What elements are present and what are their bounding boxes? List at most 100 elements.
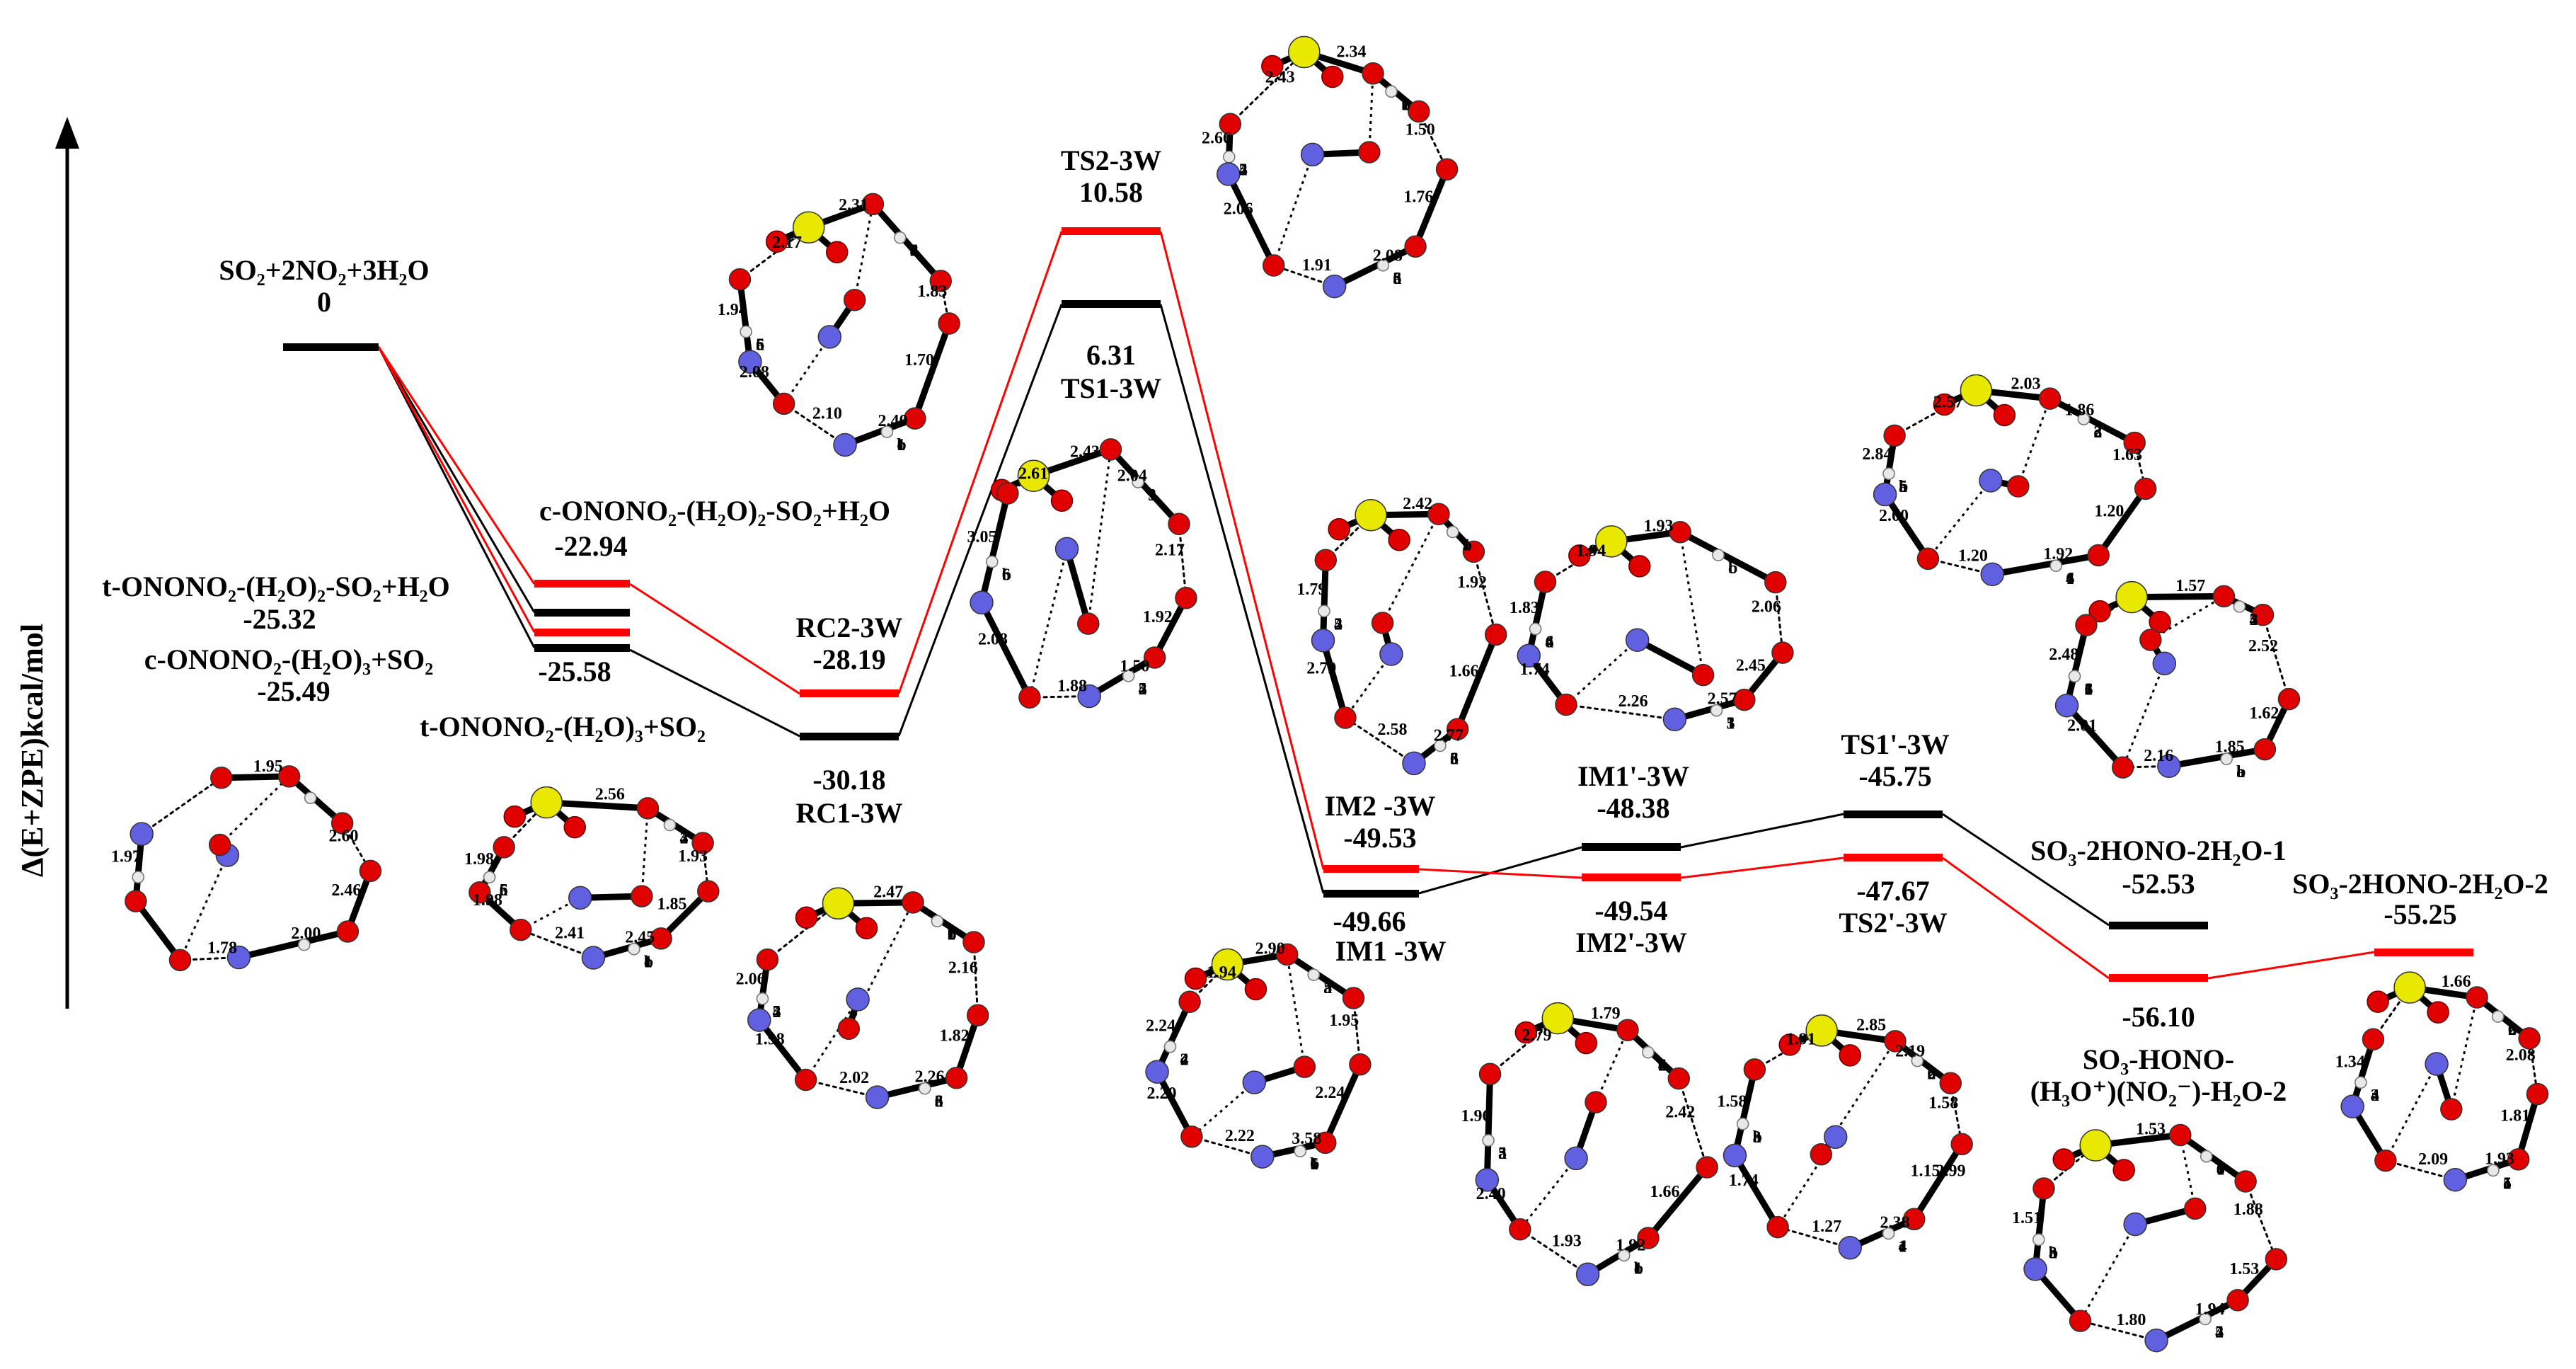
atom-oxygen — [2518, 1027, 2541, 1050]
atom-hydrogen — [880, 425, 894, 438]
atom-oxygen — [1219, 113, 1242, 135]
atom-index-label: 5 — [1899, 478, 1907, 496]
distance-label: 2.02 — [839, 1069, 869, 1087]
distance-label: 2.24 — [1315, 1084, 1345, 1102]
atom-nitrogen — [1625, 628, 1650, 652]
atom-index-label: 1 — [1726, 715, 1735, 733]
distance-label: 1.94 — [2195, 1300, 2225, 1319]
bar-c-3w — [534, 629, 630, 636]
atom-index-label: 4 — [2066, 570, 2074, 588]
atom-index-label: 4 — [1658, 1057, 1667, 1075]
atom-oxygen — [1180, 1125, 1203, 1148]
atom-oxygen — [1696, 1156, 1718, 1179]
atom-index-label: a — [1323, 979, 1332, 997]
atom-oxygen — [1184, 967, 1207, 990]
distance-label: 2.42 — [1665, 1103, 1695, 1121]
atom-oxygen — [1178, 990, 1201, 1014]
atom-index-label: 1 — [2216, 1161, 2225, 1179]
atom-hydrogen — [740, 325, 752, 338]
atom-oxygen — [2507, 1148, 2530, 1171]
atom-sulfur — [1211, 948, 1244, 981]
label-t-3w-energy: -25.58 — [538, 655, 611, 687]
label-p2-energy: -55.25 — [2384, 898, 2456, 930]
distance-label: 2.79 — [1522, 1026, 1551, 1045]
atom-nitrogen — [2340, 1094, 2364, 1118]
atom-oxygen — [2088, 600, 2111, 623]
distance-label: 1.95 — [253, 757, 283, 776]
atom-nitrogen — [2443, 1167, 2468, 1192]
label-ts1p-energy: -45.75 — [1858, 760, 1931, 792]
atom-index-label: 3 — [2049, 1244, 2057, 1262]
atom-sulfur — [530, 786, 563, 819]
atom-oxygen — [1764, 571, 1787, 594]
bar-im1p — [1582, 843, 1681, 851]
atom-oxygen — [1314, 549, 1338, 571]
bar-im1 — [1323, 890, 1419, 898]
atom-index-label: 1 — [2066, 570, 2074, 588]
distance-label: 1.74 — [1729, 1172, 1759, 1190]
distance-label: 1.92 — [2043, 545, 2073, 563]
distance-label: 1.79 — [1296, 580, 1326, 599]
atom-hydrogen — [2354, 1076, 2367, 1089]
atom-index-label: 4 — [772, 1003, 781, 1021]
distance-label: 2.90 — [1255, 939, 1285, 958]
atom-index-label: 2 — [1180, 1051, 1188, 1070]
atom-index-label: 1 — [947, 925, 955, 944]
atom-oxygen — [1388, 528, 1410, 551]
atom-hydrogen — [2199, 1312, 2212, 1326]
level-labels: SO₂+2NO₂+3H₂O 0 c-ONONO₂-(H₂O)₂-SO₂+H₂O … — [102, 144, 2548, 1107]
atom-hydrogen — [2032, 1233, 2045, 1247]
distance-label: 2.22 — [1225, 1127, 1255, 1145]
distance-label: 1.94 — [1576, 542, 1606, 560]
distance-label: 1.53 — [2229, 1260, 2259, 1278]
distance-label: 1.83 — [1510, 599, 1539, 617]
atom-oxygen — [2212, 585, 2236, 608]
atom-oxygen — [2139, 629, 2162, 651]
distance-label: 2.77 — [1434, 726, 1464, 745]
atom-oxygen — [277, 765, 301, 788]
atom-index-label: 3 — [1148, 486, 1156, 505]
atom-nitrogen — [1402, 751, 1426, 776]
atom-index-label: 3 — [679, 829, 688, 847]
atom-index-label: b — [2049, 1244, 2058, 1262]
atom-index-label: 3 — [2093, 423, 2102, 442]
atom-oxygen — [1018, 686, 1041, 709]
atom-nitrogen — [1475, 1168, 1500, 1192]
atom-hydrogen — [304, 791, 317, 805]
label-reactant-name: SO₂+2NO₂+3H₂O — [219, 254, 429, 286]
atom-nitrogen — [2023, 1257, 2047, 1281]
atom-oxygen — [125, 890, 147, 912]
atom-oxygen — [563, 815, 587, 839]
atom-sulfur — [1595, 525, 1628, 558]
distance-label: 2.06 — [1752, 597, 1781, 616]
atom-nitrogen — [1300, 142, 1325, 167]
atom-oxygen — [728, 268, 752, 291]
atom-index-label: 3 — [1753, 1128, 1761, 1147]
atom-oxygen — [210, 767, 233, 789]
atom-oxygen — [1349, 1053, 1372, 1076]
label-rc2-energy: -28.19 — [812, 643, 885, 675]
distance-label: 2.40 — [1476, 1185, 1506, 1203]
atom-sulfur — [1288, 35, 1321, 69]
distance-label: 2.47 — [873, 883, 903, 902]
atom-index-label: 1 — [1899, 1237, 1907, 1256]
atom-oxygen — [2149, 610, 2171, 634]
atom-oxygen — [208, 833, 231, 857]
distance-label: 2.61 — [1018, 465, 1048, 483]
label-rc2-name: RC2-3W — [795, 612, 902, 643]
atom-oxygen — [2075, 614, 2098, 636]
atom-hydrogen — [2049, 559, 2062, 572]
atom-sulfur — [1355, 498, 1387, 532]
atom-oxygen — [2069, 1310, 2092, 1332]
atom-oxygen — [1575, 1031, 1598, 1055]
atom-nitrogen — [2152, 651, 2177, 676]
atom-nitrogen — [2425, 1052, 2449, 1076]
atom-nitrogen — [2157, 754, 2181, 779]
distance-label: 2.79 — [1306, 659, 1336, 677]
atom-hydrogen — [919, 1082, 931, 1095]
atom-nitrogen — [1662, 707, 1687, 732]
atom-oxygen — [2134, 477, 2157, 500]
atom-oxygen — [359, 859, 382, 883]
